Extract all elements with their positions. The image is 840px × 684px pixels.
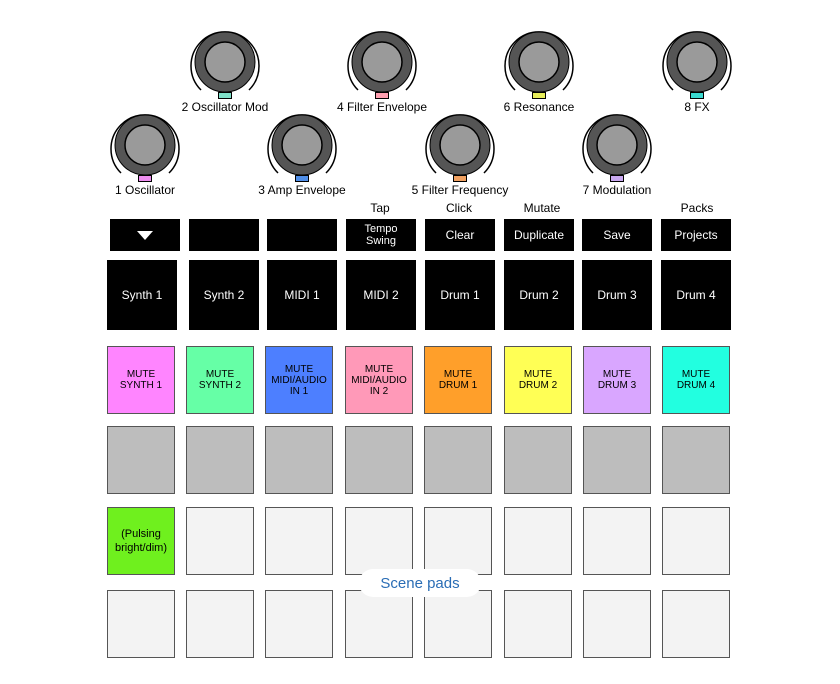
scene-pad[interactable] (345, 590, 413, 658)
track-button-synth-1[interactable]: Synth 1 (107, 260, 177, 330)
knob-oscillator-mod[interactable] (183, 20, 267, 116)
knob-label: 2 Oscillator Mod (181, 100, 269, 114)
knob-led (610, 175, 624, 182)
mute-pad-drum-3[interactable]: MUTE DRUM 3 (583, 346, 651, 414)
scene-pad[interactable] (662, 507, 730, 575)
grey-pad[interactable] (186, 426, 254, 494)
knob-fx[interactable] (655, 20, 739, 116)
track-button-drum-3[interactable]: Drum 3 (582, 260, 652, 330)
knob-icon (110, 114, 180, 176)
knob-icon (425, 114, 495, 176)
triangle-down-icon (137, 230, 153, 240)
scene-pad[interactable] (583, 507, 651, 575)
shift-label-packs: Packs (680, 201, 714, 215)
scene-pad[interactable] (345, 507, 413, 575)
scene-pad[interactable] (504, 507, 572, 575)
knob-led (532, 92, 546, 99)
scene-pads-label: Scene pads (359, 569, 481, 597)
scene-pad[interactable] (107, 590, 175, 658)
shift-label-click: Click (446, 201, 472, 215)
knob-icon (582, 114, 652, 176)
grey-pad[interactable] (265, 426, 333, 494)
mute-pad-synth-1[interactable]: MUTE SYNTH 1 (107, 346, 175, 414)
knob-filter-frequency[interactable] (418, 103, 502, 199)
knob-icon (504, 31, 574, 93)
scene-pad[interactable] (424, 590, 492, 658)
projects-button[interactable]: Projects (661, 219, 731, 251)
scene-pad[interactable] (265, 507, 333, 575)
scene-pad[interactable] (504, 590, 572, 658)
grey-pad[interactable] (662, 426, 730, 494)
tempo-swing-button[interactable]: Tempo Swing (346, 219, 416, 251)
track-button-synth-2[interactable]: Synth 2 (189, 260, 259, 330)
save-button[interactable]: Save (582, 219, 652, 251)
clear-button[interactable]: Clear (425, 219, 495, 251)
mute-pad-midi-audio-1[interactable]: MUTE MIDI/AUDIO IN 1 (265, 346, 333, 414)
knob-led (138, 175, 152, 182)
function-button-3[interactable] (267, 219, 337, 251)
scene-pad[interactable] (265, 590, 333, 658)
scene-pad[interactable] (424, 507, 492, 575)
track-button-drum-2[interactable]: Drum 2 (504, 260, 574, 330)
mute-pad-synth-2[interactable]: MUTE SYNTH 2 (186, 346, 254, 414)
knob-label: 8 FX (684, 100, 710, 114)
track-button-drum-4[interactable]: Drum 4 (661, 260, 731, 330)
knob-label: 6 Resonance (503, 100, 575, 114)
knob-led (295, 175, 309, 182)
mute-pad-drum-1[interactable]: MUTE DRUM 1 (424, 346, 492, 414)
scene-pad[interactable] (583, 590, 651, 658)
knob-oscillator[interactable] (103, 103, 187, 199)
knob-label: 7 Modulation (582, 183, 652, 197)
scene-pad[interactable] (186, 590, 254, 658)
grey-pad[interactable] (583, 426, 651, 494)
knob-amp-envelope[interactable] (260, 103, 344, 199)
knob-label: 4 Filter Envelope (336, 100, 428, 114)
track-button-midi-2[interactable]: MIDI 2 (346, 260, 416, 330)
track-button-drum-1[interactable]: Drum 1 (425, 260, 495, 330)
scene-pad[interactable] (662, 590, 730, 658)
scene-pad-active[interactable]: (Pulsing bright/dim) (107, 507, 175, 575)
scene-pad[interactable] (186, 507, 254, 575)
mute-pad-drum-4[interactable]: MUTE DRUM 4 (662, 346, 730, 414)
knob-filter-envelope[interactable] (340, 20, 424, 116)
knob-label: 5 Filter Frequency (411, 183, 509, 197)
mute-pad-midi-audio-2[interactable]: MUTE MIDI/AUDIO IN 2 (345, 346, 413, 414)
knob-led (218, 92, 232, 99)
knob-led (453, 175, 467, 182)
knob-icon (190, 31, 260, 93)
shift-label-tap: Tap (370, 201, 390, 215)
knob-led (375, 92, 389, 99)
function-button-2[interactable] (189, 219, 259, 251)
grey-pad[interactable] (504, 426, 572, 494)
mute-pad-drum-2[interactable]: MUTE DRUM 2 (504, 346, 572, 414)
knob-icon (267, 114, 337, 176)
grey-pad[interactable] (107, 426, 175, 494)
knob-led (690, 92, 704, 99)
menu-button[interactable] (110, 219, 180, 251)
shift-label-mutate: Mutate (523, 201, 561, 215)
knob-modulation[interactable] (575, 103, 659, 199)
knob-resonance[interactable] (497, 20, 581, 116)
track-button-midi-1[interactable]: MIDI 1 (267, 260, 337, 330)
duplicate-button[interactable]: Duplicate (504, 219, 574, 251)
grey-pad[interactable] (345, 426, 413, 494)
knob-icon (662, 31, 732, 93)
grey-pad[interactable] (424, 426, 492, 494)
knob-label: 1 Oscillator (114, 183, 176, 197)
knob-label: 3 Amp Envelope (258, 183, 346, 197)
